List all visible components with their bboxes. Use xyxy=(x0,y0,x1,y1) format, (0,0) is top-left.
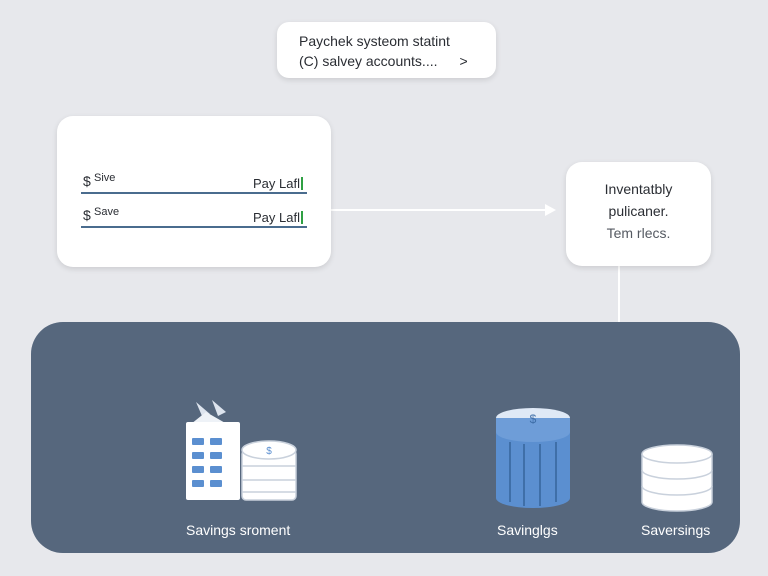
pay-field-text: Pay Lafl xyxy=(253,210,300,225)
saversings-label: Saversings xyxy=(641,522,711,538)
savings-statement-label: Savings sroment xyxy=(186,522,291,538)
row-label: Sive xyxy=(94,172,116,184)
database-cylinder-icon[interactable]: $ xyxy=(494,406,572,510)
pay-field[interactable]: Pay Lafl xyxy=(253,210,303,225)
dollar-icon: $ xyxy=(83,207,91,223)
pay-field[interactable]: Pay Lafl xyxy=(253,176,303,191)
pay-row[interactable]: $ Save Pay Lafl xyxy=(81,204,307,228)
info-line-3: Tem rlecs. xyxy=(606,225,671,241)
accounts-panel xyxy=(31,322,740,553)
dollar-badge: $ xyxy=(530,412,537,426)
info-line-1: Inventatbly xyxy=(604,181,673,197)
savings-label: Savinglgs xyxy=(497,522,558,538)
statement-card[interactable]: Paychek systeom statint (C) salvey accou… xyxy=(277,22,496,78)
dollar-icon: $ xyxy=(83,173,91,189)
database-stack-icon[interactable] xyxy=(640,444,714,512)
chevron-right-icon[interactable]: > xyxy=(459,53,468,69)
text-cursor xyxy=(301,177,303,190)
text-cursor xyxy=(301,211,303,224)
statement-subtitle: (C) salvey accounts.... xyxy=(299,53,438,69)
connector-arrowhead xyxy=(545,204,556,216)
building-with-coins-icon[interactable]: $ xyxy=(182,392,302,504)
savings-entry-card: $ Sive Pay Lafl $ Save Pay Lafl xyxy=(57,116,331,267)
info-line-2: pulicaner. xyxy=(608,203,669,219)
row-label: Save xyxy=(94,206,120,218)
svg-text:$: $ xyxy=(266,446,272,457)
info-card[interactable]: Inventatbly pulicaner. Tem rlecs. xyxy=(566,162,711,266)
pay-field-text: Pay Lafl xyxy=(253,176,300,191)
pay-row[interactable]: $ Sive Pay Lafl xyxy=(81,170,307,194)
statement-title: Paychek systeom statint xyxy=(299,33,450,49)
